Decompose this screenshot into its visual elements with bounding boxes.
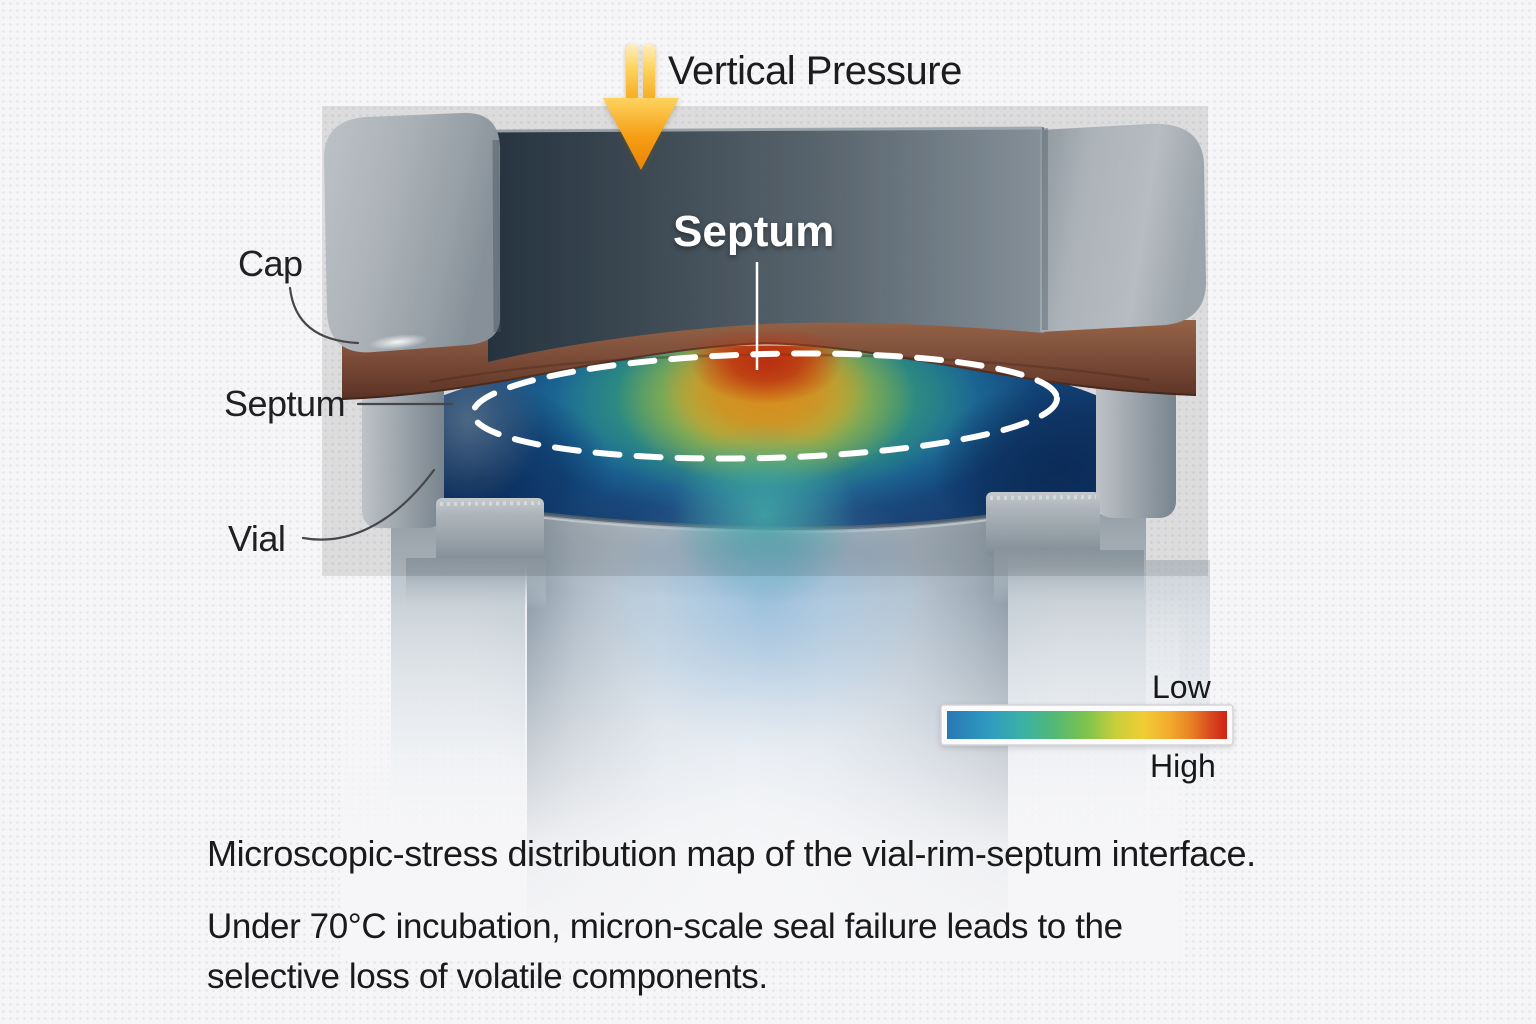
- vial-label: Vial: [228, 518, 285, 559]
- caption-title: Microscopic-stress distribution map of t…: [207, 833, 1256, 874]
- legend-high-label: High: [1150, 748, 1216, 784]
- caption-body-line1: Under 70°C incubation, micron-scale seal…: [207, 907, 1123, 946]
- septum-side-label: Septum: [224, 383, 345, 424]
- vial-leader-line: [301, 468, 436, 541]
- captions: Microscopic-stress distribution map of t…: [207, 833, 1256, 996]
- cap-label: Cap: [238, 243, 303, 284]
- septum-main-label: Septum: [673, 207, 834, 256]
- legend-gradient-bar: [947, 711, 1227, 739]
- pressure-arrow-icon: [603, 44, 679, 170]
- cap-leader-line: [288, 286, 360, 345]
- caption-body-line2: selective loss of volatile components.: [207, 957, 768, 996]
- cap-leader-streak: [368, 334, 428, 350]
- grain-texture: [322, 106, 1208, 576]
- stress-dashed-ellipse: [470, 350, 1060, 462]
- annotations: Septum Vertical Pressure Cap Septum Vial: [224, 44, 1060, 559]
- legend-low-label: Low: [1152, 669, 1212, 705]
- pressure-label: Vertical Pressure: [668, 49, 962, 93]
- stress-legend: Low High: [940, 669, 1234, 784]
- bottom-fade: [340, 590, 1180, 960]
